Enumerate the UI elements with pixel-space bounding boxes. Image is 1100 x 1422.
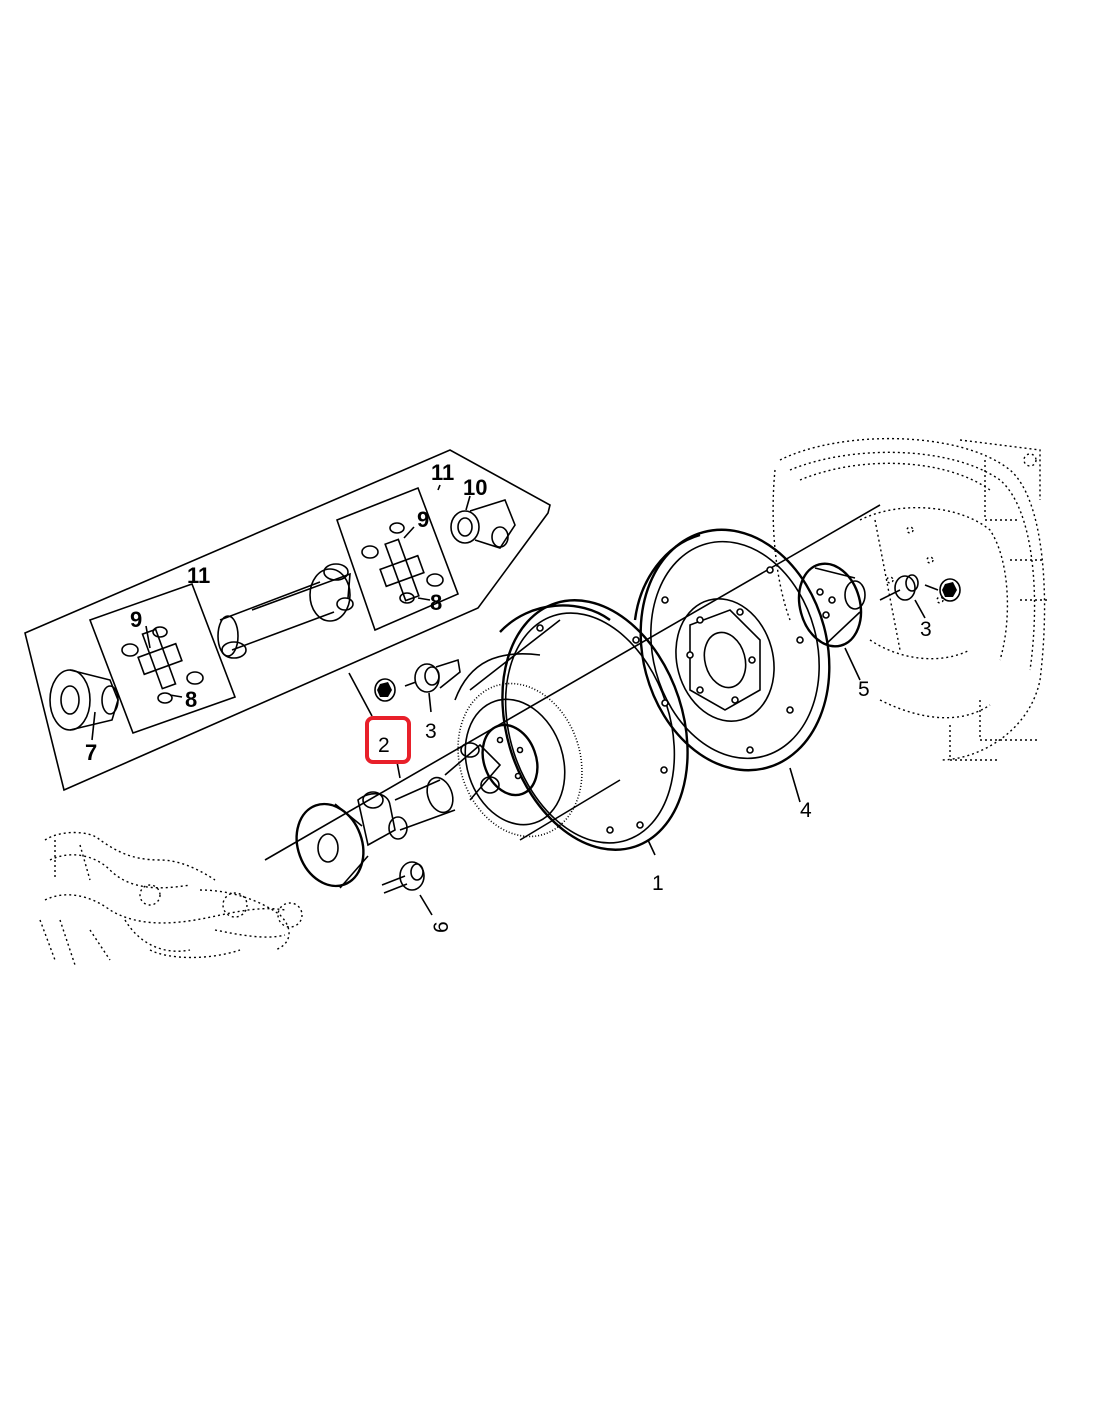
hub-flange-5: [797, 562, 866, 648]
flange-yoke-7: [49, 669, 119, 731]
callout-5: 5: [858, 678, 870, 701]
axis-line: [264, 504, 881, 861]
spider-left: [121, 626, 204, 704]
callout-9-left: 9: [130, 607, 142, 632]
flywheel-disk-4: [633, 528, 831, 772]
callout-11-left: 11: [187, 563, 210, 588]
ujoint-box-left: [88, 582, 237, 735]
callout-7: 7: [85, 740, 97, 765]
callout-4: 4: [800, 799, 812, 822]
callout-8-left: 8: [185, 687, 197, 712]
callout-6: 6: [430, 921, 453, 933]
gearbox-outline: [39, 831, 303, 966]
slip-yoke-10: [450, 499, 516, 549]
bolt-3-left: [374, 658, 461, 702]
ujoint-box-right: [335, 486, 460, 632]
engine-block-outline: [772, 437, 1050, 761]
highlight-box: [365, 716, 411, 764]
drum-housing-1: [454, 599, 689, 851]
callout-8-right: 8: [430, 590, 442, 615]
shaft-tube: [217, 563, 354, 659]
spider-right: [361, 522, 444, 604]
callout-10: 10: [463, 475, 487, 500]
callout-1: 1: [652, 872, 664, 895]
callout-9-right: 9: [417, 507, 429, 532]
callout-2: 2: [378, 734, 390, 757]
callout-11-right: 11: [431, 460, 454, 485]
driveshaft-inset: [24, 449, 551, 792]
leader-lines: [348, 599, 926, 916]
callout-3-right: 3: [920, 618, 932, 641]
bolt-6: [381, 861, 425, 894]
bolt-3-right: [879, 574, 961, 602]
universal-joint-2: [295, 723, 539, 889]
callout-3-left: 3: [425, 720, 437, 743]
